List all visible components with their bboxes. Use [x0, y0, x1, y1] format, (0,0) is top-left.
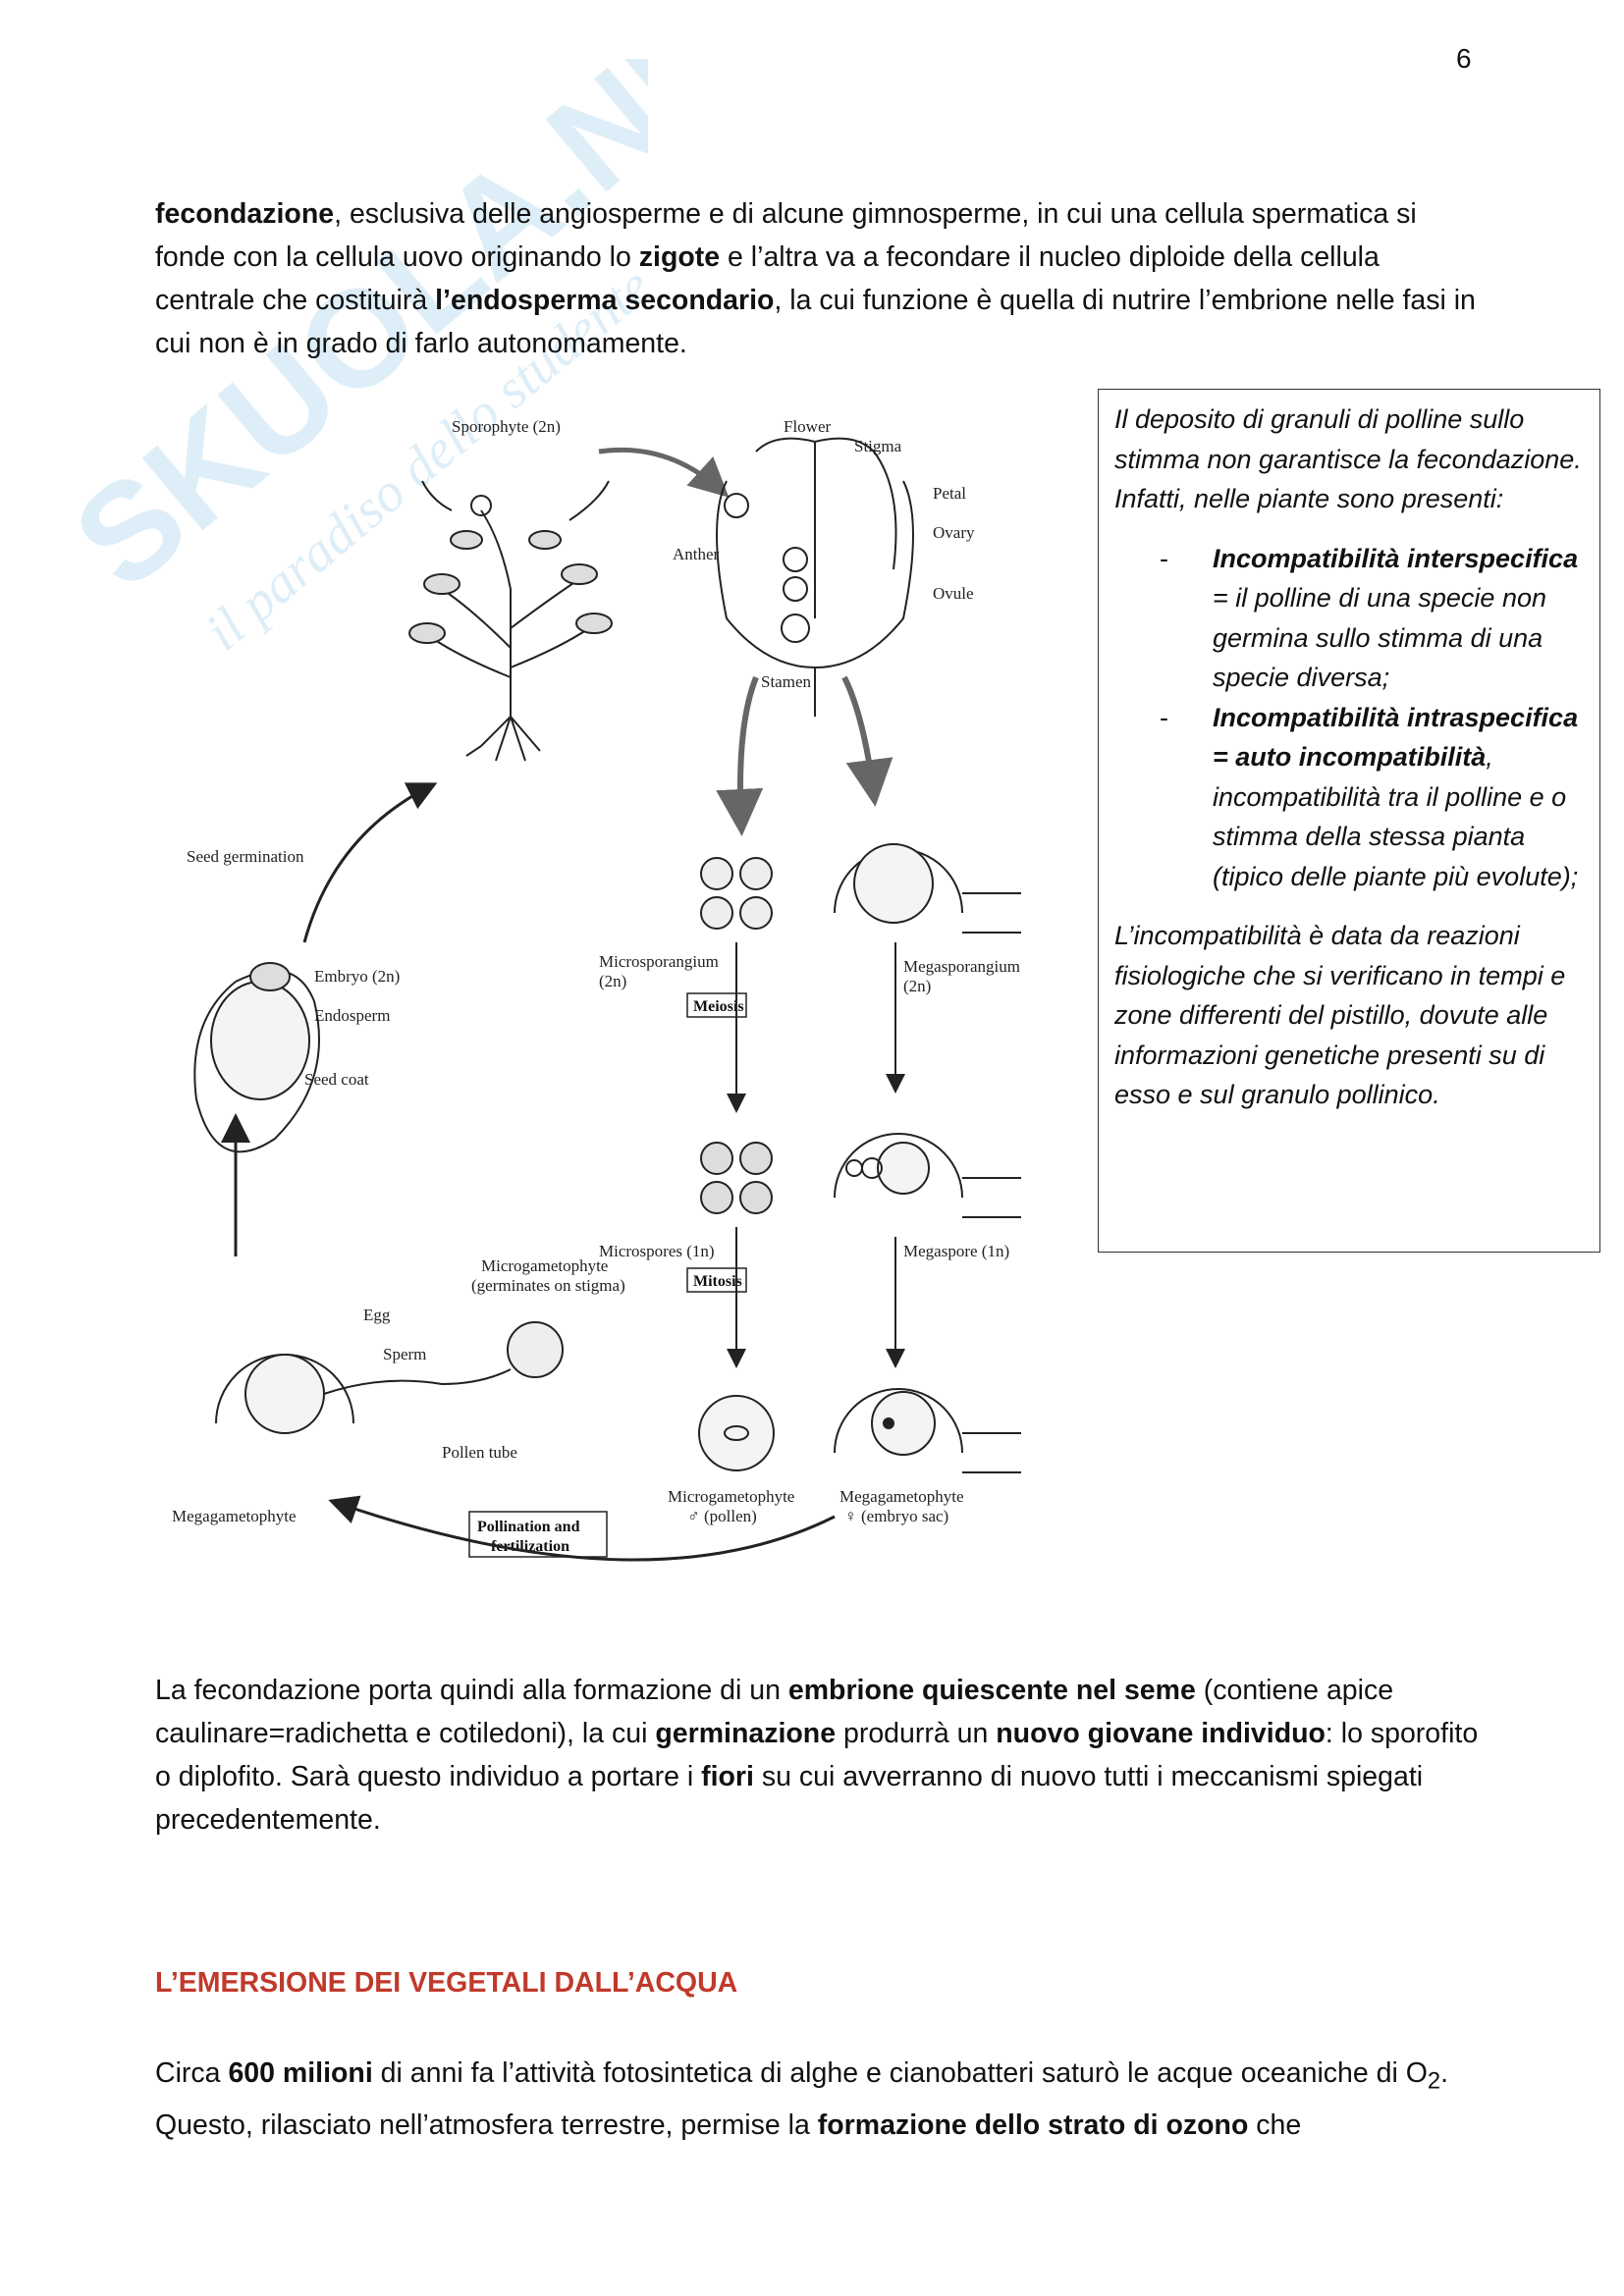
label-pollen: ♂ (pollen) [687, 1507, 757, 1525]
label-microspores: Microspores (1n) [599, 1242, 715, 1260]
label-egg: Egg [363, 1306, 391, 1324]
label-microsporangium-ploidy: (2n) [599, 972, 626, 990]
megasporangium [834, 843, 1021, 934]
label-ovule: Ovule [933, 584, 974, 603]
label-seed-germination: Seed germination [187, 847, 304, 866]
page-number: 6 [1456, 43, 1472, 74]
fertilization-scene [215, 1321, 564, 1434]
label-anther: Anther [673, 545, 720, 563]
label-germinates-on-stigma: (germinates on stigma) [471, 1276, 625, 1295]
microspores [700, 1142, 773, 1214]
label-megagametophyte: Megagametophyte [839, 1487, 964, 1506]
label-stamen: Stamen [761, 672, 811, 691]
megagametophyte-embryo-sac [834, 1388, 1021, 1473]
sidebox-intro: Il deposito di granuli di polline sullo … [1114, 404, 1582, 513]
label-seed-coat: Seed coat [304, 1070, 369, 1089]
label-meiosis: Meiosis [693, 998, 744, 1015]
label-flower: Flower [784, 417, 832, 436]
seed [193, 962, 320, 1153]
label-pollen-tube: Pollen tube [442, 1443, 517, 1462]
microgametophyte-pollen [698, 1395, 775, 1471]
label-embryo-sac: ♀ (embryo sac) [844, 1507, 948, 1525]
label-megaspore: Megaspore (1n) [903, 1242, 1009, 1260]
label-microgametophyte: Microgametophyte [668, 1487, 794, 1506]
label-stigma: Stigma [854, 437, 902, 455]
incompatibility-list: -Incompatibilità interspecifica = il pol… [1114, 539, 1584, 897]
sidebox-outro: L’incompatibilità è data da reazioni fis… [1114, 921, 1566, 1109]
flower [716, 437, 914, 717]
paragraph-emersione: Circa 600 milioni di anni fa l’attività … [155, 2057, 1449, 2141]
megaspore [834, 1133, 1021, 1218]
sporophyte-plant [408, 480, 613, 762]
label-fertilization: fertilization [491, 1538, 569, 1555]
incompatibility-box: Il deposito di granuli di polline sullo … [1098, 389, 1600, 1253]
paragraph-fecondazione: fecondazione, esclusiva delle angiosperm… [155, 198, 1476, 359]
label-megasporangium: Megasporangium [903, 957, 1020, 976]
label-mitosis: Mitosis [693, 1273, 742, 1290]
microsporangium [700, 857, 773, 930]
label-petal: Petal [933, 484, 966, 503]
list-item: -Incompatibilità interspecifica = il pol… [1160, 543, 1579, 693]
paragraph-embrione: La fecondazione porta quindi alla formaz… [155, 1675, 1479, 1836]
label-pollination: Pollination and [477, 1519, 580, 1535]
label-embryo: Embryo (2n) [314, 967, 400, 986]
label-megagametophyte-left: Megagametophyte [172, 1507, 297, 1525]
angiosperm-life-cycle-diagram: Sporophyte (2n) Flower Stigma Petal Ovar… [157, 393, 1080, 1590]
label-microsporangium: Microsporangium [599, 952, 719, 971]
label-megasporangium-ploidy: (2n) [903, 977, 931, 995]
label-sperm: Sperm [383, 1345, 426, 1363]
label-endosperm: Endosperm [314, 1006, 390, 1025]
list-item: -Incompatibilità intraspecifica = auto i… [1160, 702, 1579, 891]
label-sporophyte: Sporophyte (2n) [452, 417, 561, 436]
label-ovary: Ovary [933, 523, 975, 542]
section-heading: L’EMERSIONE DEI VEGETALI DALL’ACQUA [155, 1967, 738, 1999]
label-microgametophyte-stigma: Microgametophyte [481, 1256, 608, 1275]
